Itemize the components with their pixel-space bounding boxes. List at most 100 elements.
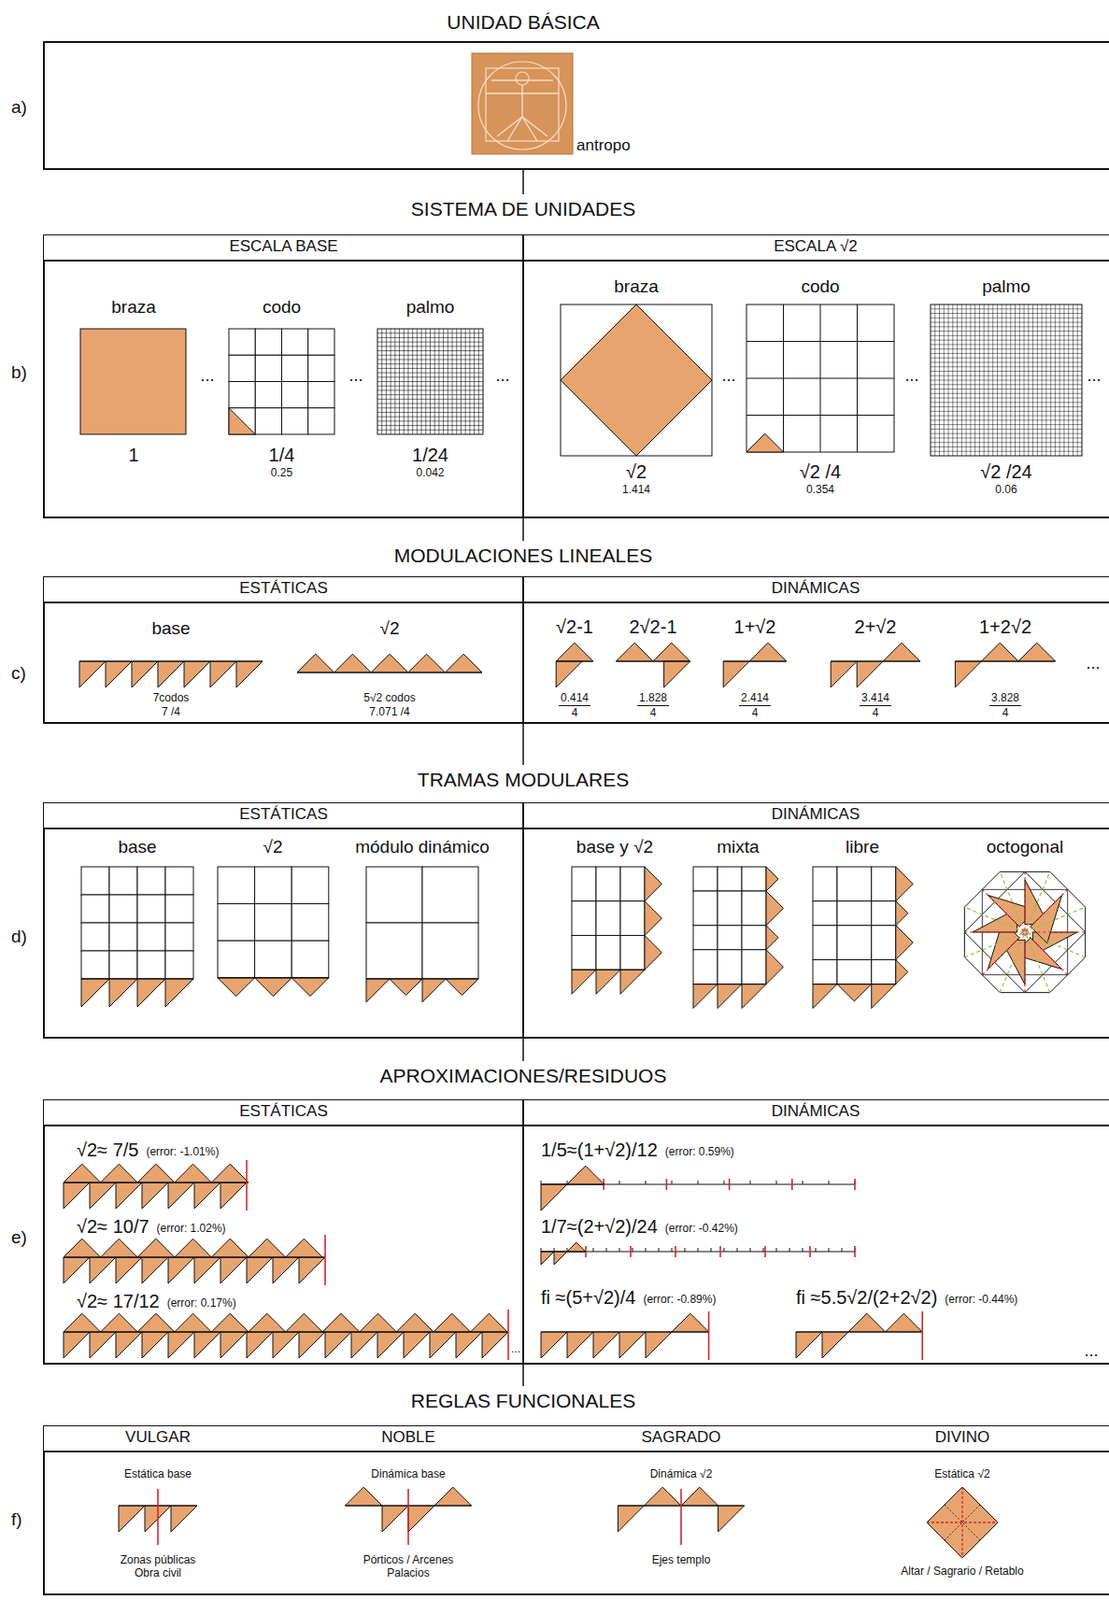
grid-line (442, 328, 444, 435)
row-letter: e) (11, 1227, 28, 1249)
ruler-tick (619, 1248, 621, 1252)
spine-connector (522, 1038, 525, 1062)
grid-cell (282, 382, 309, 409)
figure-value: 1 (127, 444, 139, 467)
module-triangle (174, 1164, 213, 1183)
ruler-red-tick (764, 1246, 767, 1258)
module-triangle (246, 1257, 273, 1284)
grid-cell (571, 901, 597, 937)
figure-value: 7codos (153, 692, 190, 706)
grid-line (377, 429, 484, 431)
module-baseline (81, 978, 194, 980)
spine-connector (522, 1364, 525, 1387)
fraction-bar (558, 705, 591, 707)
ruler-red-tick (791, 1179, 794, 1191)
grid-cell (596, 901, 621, 937)
module-triangle (194, 1182, 221, 1209)
ruler-tick (697, 1180, 699, 1185)
module-drawing (353, 831, 494, 1014)
module-triangle (741, 984, 767, 1010)
continuation-mark: ... (1085, 654, 1100, 674)
module-triangle (220, 1257, 247, 1284)
figure-head (515, 71, 529, 86)
grid-cell (255, 904, 293, 942)
module-figure: √2≈ 17/12(error: 0.17%) (57, 1286, 516, 1364)
grid-cell (812, 867, 838, 902)
axis-line (680, 1489, 683, 1546)
module-figure: base7codos7 /4 (74, 611, 271, 723)
module-figure: √2≈ 7/5(error: -1.01%) (57, 1135, 283, 1215)
braza-diamond (560, 304, 712, 456)
panel-box: √2≈ 7/5(error: -1.01%)√2≈ 10/7(error: 1.… (42, 1099, 525, 1365)
module-triangle (194, 1257, 221, 1284)
module-triangle (408, 654, 446, 673)
grid-cell (291, 904, 329, 942)
figure-limb (497, 116, 523, 137)
grid-line (930, 401, 1082, 403)
fraction-bar (739, 705, 771, 707)
panel-box: braza√21.414codo√2 /40.354palmo√2 /240.0… (522, 234, 1109, 519)
grid-line (460, 328, 462, 435)
module-drawing (560, 831, 669, 1019)
grid-line (1067, 304, 1069, 456)
section-title: TRAMAS MODULARES (417, 768, 629, 792)
spine-connector (522, 724, 525, 766)
module-triangle (100, 1238, 139, 1258)
continuation-mark: ... (904, 366, 919, 386)
module-triangle (115, 1182, 143, 1209)
module-triangle (236, 661, 263, 688)
module-figure: base y √2 (560, 831, 669, 1019)
module-triangle (131, 661, 158, 688)
grid-line (930, 441, 1082, 443)
grid-line (1054, 304, 1056, 456)
grid-cell (693, 891, 718, 926)
grid-cell (282, 328, 309, 356)
grid-line (746, 414, 895, 416)
module-baseline (954, 660, 1055, 662)
module-baseline (540, 1251, 586, 1252)
ruler-red-tick (728, 1179, 731, 1191)
module-triangle (540, 1251, 555, 1266)
module-triangle (174, 1238, 213, 1258)
module-triangle (445, 979, 479, 996)
module-triangle (766, 891, 783, 926)
module-group (796, 1311, 923, 1361)
module-group (930, 304, 1082, 456)
grid-cell (871, 960, 896, 985)
ruler-tick (789, 1248, 791, 1252)
module-triangle (100, 1164, 139, 1183)
module-triangle (645, 1332, 672, 1359)
module-triangle (109, 979, 138, 1008)
module-triangle (455, 1332, 483, 1359)
panel-box: base7codos7 /4√25√2 codos7.071 /4ESTÁTIC… (42, 576, 525, 725)
module-drawing (471, 53, 573, 155)
module-drawing (954, 831, 1095, 1005)
ruler-tick (684, 1248, 686, 1252)
module-group (297, 654, 483, 673)
vitruvian-circle (478, 61, 567, 150)
grid-cell (282, 355, 309, 382)
section-title: REGLAS FUNCIONALES (411, 1390, 636, 1413)
ruler-red-tick (809, 1246, 811, 1258)
module-figure: fi ≈(5+√2)/4(error: -0.89%) (535, 1282, 788, 1363)
grid-line (1014, 304, 1016, 456)
module-figure: Estática √2Altar / Sagrario / Retablo (896, 1463, 1028, 1585)
module-triangle (555, 642, 594, 662)
continuation-mark: ... (348, 366, 363, 386)
module-baseline (366, 978, 479, 980)
figure-label: Dinámica √2 (650, 1468, 713, 1482)
column-header: VULGAR (125, 1428, 191, 1448)
section-frame (42, 41, 1109, 171)
grid-line (930, 424, 1082, 426)
module-triangle (322, 1313, 360, 1333)
continuation-mark: ... (1086, 366, 1101, 386)
ruler-tick (710, 1248, 712, 1252)
section-box: braza1codo1/40.25palmo1/240.042ESCALA BA… (42, 194, 1109, 519)
figure-limb (522, 116, 548, 137)
module-triangle (63, 1332, 90, 1359)
module-triangle (429, 1332, 456, 1359)
module-triangle (89, 1182, 116, 1209)
panel-header: ESTÁTICAS (239, 805, 328, 825)
module-group (377, 328, 484, 435)
row-letter: f) (11, 1509, 23, 1531)
